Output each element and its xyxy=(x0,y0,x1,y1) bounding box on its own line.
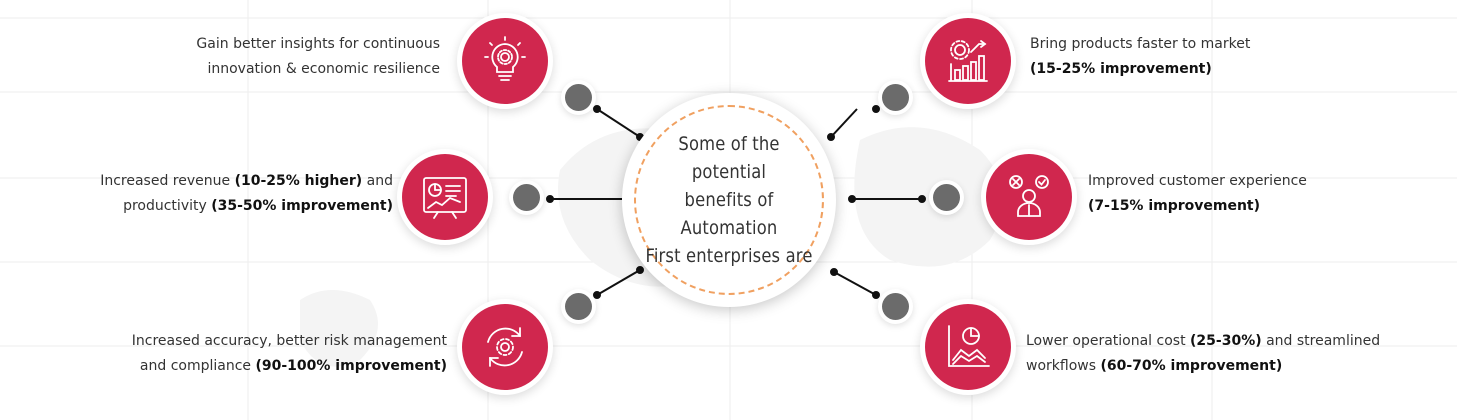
lightbulb-gear-icon xyxy=(484,36,526,81)
cost-chart-icon xyxy=(948,325,990,367)
center-line-1: Some of the potential xyxy=(678,133,780,183)
node-bottom-left xyxy=(565,293,592,320)
benefit-badge-customer xyxy=(986,154,1072,240)
benefit-label-cost: Lower operational cost (25-30%) and stre… xyxy=(1026,333,1381,374)
node-mid-left xyxy=(513,184,540,211)
benefit-badge-time-to-market xyxy=(925,18,1011,104)
benefit-label-accuracy: Increased accuracy, better risk manageme… xyxy=(131,333,447,374)
benefit-label-insights: Gain better insights for continuous inno… xyxy=(196,36,440,77)
node-top-left xyxy=(565,84,592,111)
benefit-badge-insights xyxy=(462,18,548,104)
cycle-gear-icon xyxy=(487,327,523,367)
chart-gear-icon xyxy=(948,40,988,82)
center-title: Some of the potential benefits of Automa… xyxy=(643,130,815,270)
benefit-badge-cost xyxy=(925,304,1011,390)
center-line-2: benefits of Automation xyxy=(680,189,778,239)
node-bottom-right xyxy=(882,293,909,320)
customer-feedback-icon xyxy=(1009,175,1049,217)
node-mid-right xyxy=(933,184,960,211)
node-top-right xyxy=(882,84,909,111)
center-line-3: First enterprises are xyxy=(645,245,813,267)
center-dashed-ring xyxy=(634,105,824,295)
center-circle: Some of the potential benefits of Automa… xyxy=(622,93,836,307)
benefit-badge-accuracy xyxy=(462,304,548,390)
benefit-label-time-to-market: Bring products faster to market (15-25% … xyxy=(1030,36,1251,77)
benefit-badge-revenue xyxy=(402,154,488,240)
benefit-label-revenue: Increased revenue (10-25% higher) and pr… xyxy=(100,173,393,214)
presentation-chart-icon xyxy=(423,177,467,219)
benefit-label-customer: Improved customer experience (7-15% impr… xyxy=(1088,173,1307,214)
